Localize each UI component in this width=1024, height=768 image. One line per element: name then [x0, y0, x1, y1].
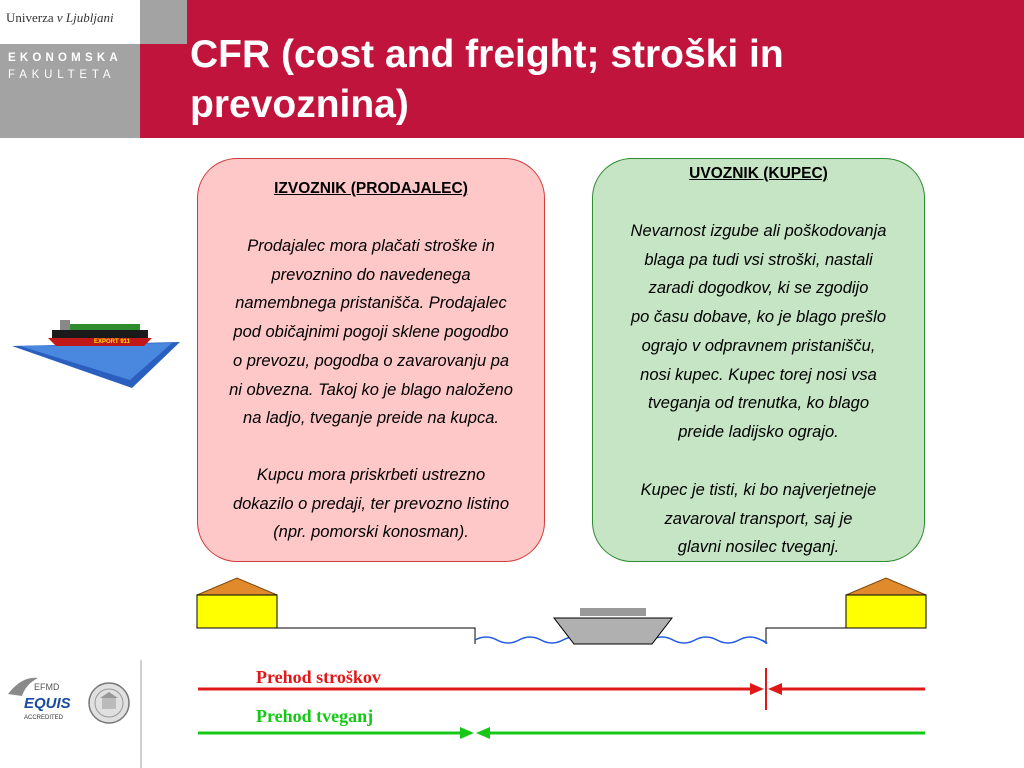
exporter-title: IZVOZNIK (PRODAJALEC)	[274, 180, 468, 197]
exporter-text-obligations: Prodajalec mora plačati stroške in prevo…	[229, 237, 513, 428]
exporter-text-documents: Kupcu mora priskrbeti ustrezno dokazilo …	[232, 466, 510, 542]
seller-warehouse-icon	[196, 577, 278, 629]
risk-transfer-label: Prehod tveganj	[256, 706, 374, 726]
footer-divider	[140, 660, 142, 768]
ship-icon	[552, 608, 674, 645]
risk-transfer-arrow	[198, 727, 925, 739]
university-name: Univerza v Ljubljani	[6, 10, 114, 25]
cost-transfer-arrow	[198, 683, 925, 695]
destination-quay	[765, 627, 846, 644]
university-logo: Univerza v Ljubljani	[0, 0, 140, 44]
equis-logo: EFMD EQUIS ACCREDITED	[8, 677, 71, 721]
importer-box: UVOZNIK (KUPEC) Nevarnost izgube ali poš…	[592, 158, 925, 562]
ship-illustration: EXPORT 911	[12, 318, 184, 395]
equis-text: EQUIS	[24, 695, 71, 712]
transfer-diagram	[190, 570, 950, 755]
cost-transfer-label: Prehod stroškov	[256, 667, 381, 687]
importer-text-risk: Nevarnost izgube ali poškodovanja blaga …	[630, 222, 887, 441]
importer-text-insurance: Kupec je tisti, ki bo najverjetneje zava…	[640, 481, 877, 557]
ship-label: EXPORT 911	[94, 339, 131, 345]
accredited-text: ACCREDITED	[24, 715, 64, 721]
slide-title: CFR (cost and freight; stroški in prevoz…	[190, 33, 784, 126]
buyer-warehouse-icon	[845, 577, 927, 629]
origin-quay	[277, 627, 476, 644]
faculty-name-line1: EKONOMSKA	[8, 52, 122, 64]
accreditation-logos: EFMD EQUIS ACCREDITED	[6, 668, 136, 733]
faculty-name-line2: FAKULTETA	[8, 69, 116, 81]
efmd-text: EFMD	[34, 682, 60, 692]
importer-title: UVOZNIK (KUPEC)	[689, 165, 828, 182]
seal-logo	[88, 682, 130, 724]
logo-accent	[140, 0, 187, 44]
exporter-box: IZVOZNIK (PRODAJALEC) Prodajalec mora pl…	[197, 158, 545, 562]
